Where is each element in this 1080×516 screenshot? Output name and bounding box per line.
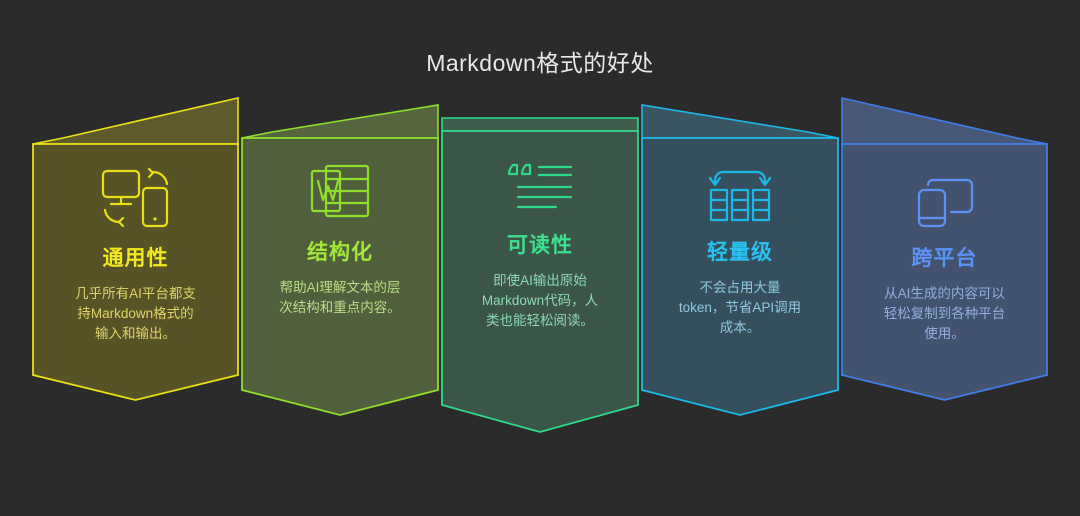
- panel-universality[interactable]: [32, 96, 239, 401]
- page-title: Markdown格式的好处: [426, 50, 654, 76]
- panel-lightweight[interactable]: [641, 104, 839, 416]
- panel-front-face: [32, 143, 239, 401]
- panel-front-face: [841, 143, 1048, 401]
- panel-top-face: [641, 104, 839, 139]
- panel-top-face: [841, 96, 1048, 145]
- panel-readability[interactable]: [441, 117, 639, 433]
- panel-top-face: [241, 104, 439, 139]
- panel-structured[interactable]: [241, 104, 439, 416]
- panel-cross-platform[interactable]: [841, 96, 1048, 401]
- panel-top-face: [32, 96, 239, 145]
- panel-front-face: [441, 130, 639, 433]
- panel-front-face: [641, 137, 839, 416]
- panel-top-face: [441, 117, 639, 132]
- panel-front-face: [241, 137, 439, 416]
